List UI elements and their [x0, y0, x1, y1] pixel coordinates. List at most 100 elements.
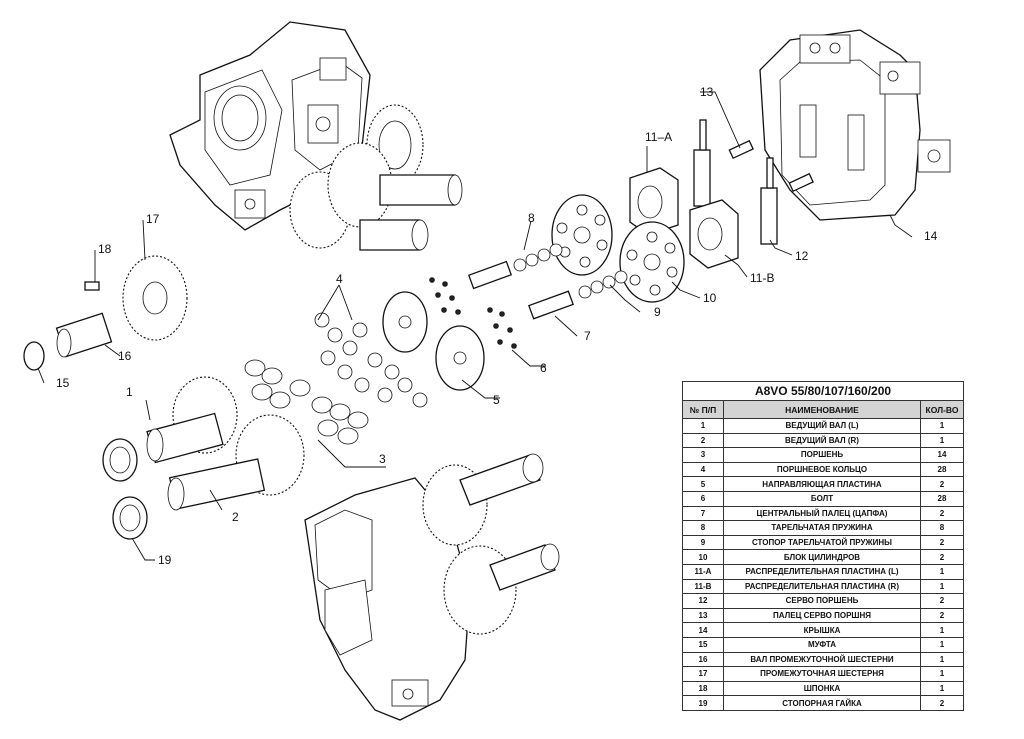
quantity-cell: 2	[920, 505, 964, 522]
quantity-cell: 1	[920, 418, 964, 434]
callout-9: 9	[654, 305, 661, 319]
upper-housing-assembly	[169, 21, 463, 251]
quantity-cell: 2	[920, 549, 964, 565]
name-cell: СЕРВО ПОРШЕНЬ	[723, 593, 921, 609]
number-cell: 17	[682, 666, 724, 682]
quantity-cell: 2	[920, 534, 964, 551]
quantity-cell: 2	[920, 593, 964, 609]
intermediate-gear-group	[23, 255, 188, 371]
pistons-part-3	[244, 359, 369, 445]
callout-4: 4	[336, 272, 343, 286]
number-cell: 5	[682, 476, 724, 492]
number-cell: 9	[682, 534, 724, 551]
name-cell: ПОРШНЕВОЕ КОЛЬЦО	[723, 461, 921, 478]
quantity-cell: 1	[920, 666, 964, 682]
number-cell: 1	[682, 418, 724, 434]
callout-7: 7	[584, 329, 591, 343]
parts-list-table: A8VO 55/80/107/160/200 № П/П НАИМЕНОВАНИ…	[682, 381, 964, 711]
number-cell: 2	[682, 432, 724, 449]
table-title: A8VO 55/80/107/160/200	[682, 381, 964, 401]
number-cell: 10	[682, 549, 724, 565]
number-cell: 11-B	[682, 578, 724, 595]
number-cell: 16	[682, 651, 724, 668]
lock-nuts	[102, 438, 148, 540]
leader-lines	[37, 91, 913, 561]
number-cell: 14	[682, 622, 724, 638]
name-cell: БЛОК ЦИЛИНДРОВ	[723, 549, 921, 565]
lower-housing-assembly	[304, 453, 560, 721]
number-cell: 7	[682, 505, 724, 522]
quantity-cell: 1	[920, 680, 964, 697]
name-cell: МУФТА	[723, 636, 921, 653]
callout-12: 12	[795, 249, 809, 263]
servo-pin-13b	[788, 172, 814, 193]
name-cell: БОЛТ	[723, 490, 921, 507]
quantity-cell: 1	[920, 622, 964, 638]
callout-19: 19	[158, 553, 172, 567]
quantity-cell: 14	[920, 447, 964, 463]
drive-shafts	[146, 376, 305, 511]
springs-and-pins	[467, 243, 628, 320]
quantity-cell: 28	[920, 461, 964, 478]
callout-11a: 11–A	[645, 130, 672, 144]
callout-18: 18	[98, 242, 112, 256]
quantity-cell: 2	[920, 695, 964, 711]
name-cell: НАПРАВЛЯЮЩАЯ ПЛАСТИНА	[723, 476, 921, 492]
number-cell: 6	[682, 490, 724, 507]
column-header-name: НАИМЕНОВАНИЕ	[723, 400, 921, 419]
table-title-row: A8VO 55/80/107/160/200	[682, 381, 964, 401]
callout-10: 10	[703, 291, 717, 305]
quantity-cell: 1	[920, 432, 964, 449]
callout-16: 16	[118, 349, 132, 363]
quantity-cell: 8	[920, 520, 964, 536]
number-cell: 3	[682, 447, 724, 463]
name-cell: ВАЛ ПРОМЕЖУТОЧНОЙ ШЕСТЕРНИ	[723, 651, 921, 668]
name-cell: ПАЛЕЦ СЕРВО ПОРШНЯ	[723, 607, 921, 624]
callout-15: 15	[56, 376, 70, 390]
quantity-cell: 1	[920, 578, 964, 595]
quantity-cell: 2	[920, 476, 964, 492]
distributor-plates	[629, 167, 739, 269]
cylinder-blocks	[551, 194, 685, 303]
column-header-number: № П/П	[682, 400, 724, 419]
cover-part-14	[759, 29, 951, 221]
name-cell: ШПОНКА	[723, 680, 921, 697]
servo-piston-parts	[693, 119, 814, 245]
number-cell: 15	[682, 636, 724, 653]
callout-6: 6	[540, 361, 547, 375]
callout-8: 8	[528, 211, 535, 225]
number-cell: 12	[682, 593, 724, 609]
quantity-cell: 1	[920, 563, 964, 580]
name-cell: ПРОМЕЖУТОЧНАЯ ШЕСТЕРНЯ	[723, 666, 921, 682]
callout-13: 13	[700, 85, 714, 99]
servo-pin-13a	[728, 139, 754, 160]
name-cell: СТОПОРНАЯ ГАЙКА	[723, 695, 921, 711]
name-cell: ВЕДУЩИЙ ВАЛ (L)	[723, 418, 921, 434]
callout-5: 5	[493, 393, 500, 407]
name-cell: РАСПРЕДЕЛИТЕЛЬНАЯ ПЛАСТИНА (R)	[723, 578, 921, 595]
name-cell: ПОРШЕНЬ	[723, 447, 921, 463]
name-cell: СТОПОР ТАРЕЛЬЧАТОЙ ПРУЖИНЫ	[723, 534, 921, 551]
number-cell: 4	[682, 461, 724, 478]
number-cell: 11-A	[682, 563, 724, 580]
callout-2: 2	[232, 510, 239, 524]
callout-labels: 1 2 3 4 5 6 7 8 9 10 11–A 11-B 12 13 14 …	[56, 85, 938, 567]
name-cell: ТАРЕЛЬЧАТАЯ ПРУЖИНА	[723, 520, 921, 536]
callout-17: 17	[146, 212, 160, 226]
